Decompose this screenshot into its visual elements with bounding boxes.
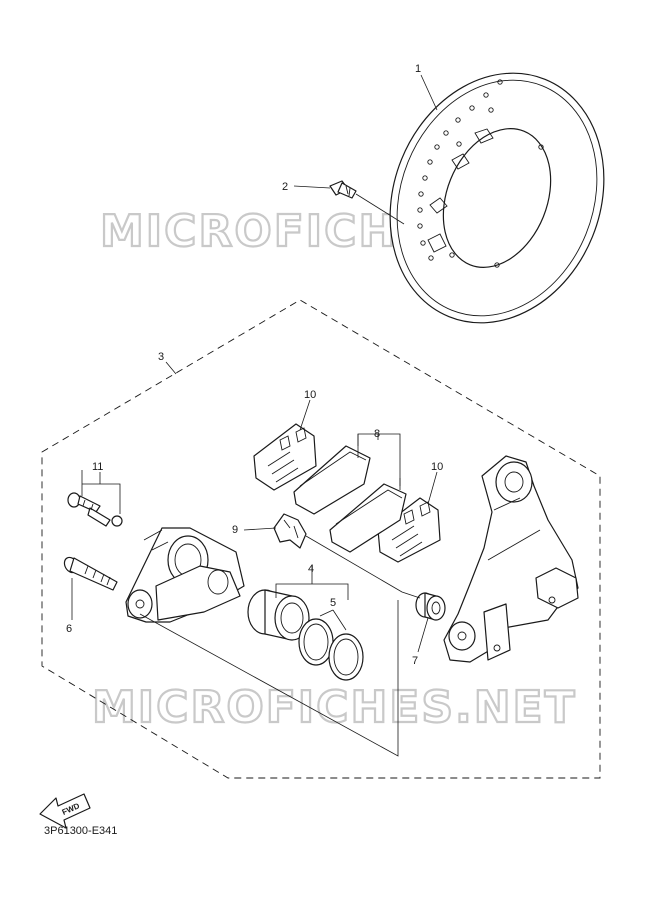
bleed-screw[interactable]: [67, 492, 123, 527]
callout-4: 4: [308, 563, 314, 575]
leader-lines: [71, 74, 438, 757]
pad-shim-upper[interactable]: [253, 423, 317, 491]
watermark-bottom: MICROFICHES.NET: [92, 682, 577, 733]
callouts: 1 2 3 10 8 11 10 9 4 5 6 7: [66, 63, 443, 667]
callout-10-upper: 10: [304, 389, 316, 401]
callout-8: 8: [374, 428, 380, 440]
callout-3: 3: [158, 351, 164, 363]
pad-spring[interactable]: [273, 513, 307, 549]
callout-2: 2: [282, 181, 288, 193]
piston-seal-kit[interactable]: [298, 618, 364, 681]
caliper-assembly-boundary: [41, 299, 601, 779]
caliper-boot[interactable]: [415, 592, 446, 621]
figure-code: 3P61300-E341: [44, 825, 117, 837]
caliper-body[interactable]: [125, 527, 245, 623]
brake-pad-pair[interactable]: [293, 445, 407, 553]
callout-6: 6: [66, 623, 72, 635]
pad-shim-lower[interactable]: [377, 497, 441, 563]
caliper-piston[interactable]: [247, 589, 310, 641]
forward-direction-arrow: FWD: [39, 793, 91, 829]
callout-10-lower: 10: [431, 461, 443, 473]
disc-bolt[interactable]: [329, 180, 357, 199]
callout-9: 9: [232, 524, 238, 536]
callout-5: 5: [330, 597, 336, 609]
caliper-pin-bolt[interactable]: [62, 555, 118, 591]
callout-7: 7: [412, 655, 418, 667]
caliper-bracket[interactable]: [443, 455, 579, 663]
callout-11: 11: [92, 461, 103, 473]
brake-disc[interactable]: [354, 41, 641, 356]
disc-vent-holes: [417, 79, 544, 268]
callout-1: 1: [415, 63, 421, 75]
disc-bolt-leader: [355, 193, 405, 225]
